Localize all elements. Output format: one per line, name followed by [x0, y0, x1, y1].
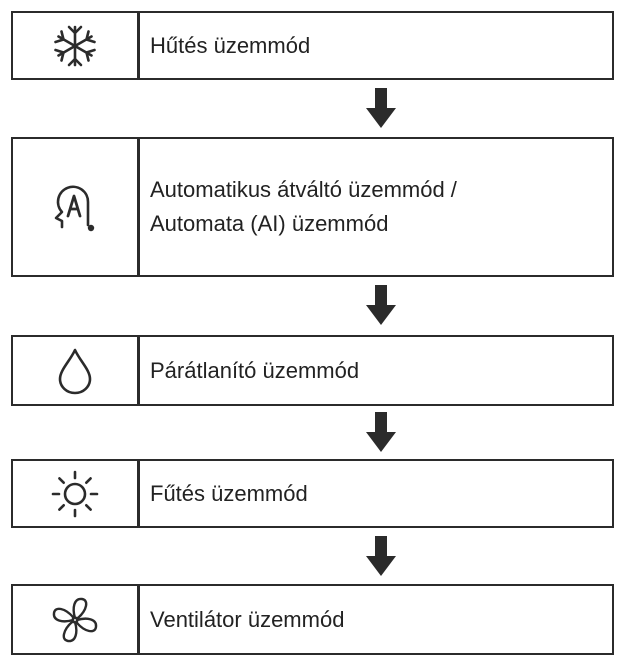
mode-box-fan: Ventilátor üzemmód	[11, 584, 614, 655]
sun-icon	[50, 469, 100, 519]
mode-icon-cell	[13, 13, 140, 78]
snowflake-icon	[52, 23, 98, 69]
mode-label-fan: Ventilátor üzemmód	[150, 606, 345, 632]
mode-label-heat: Fűtés üzemmód	[150, 480, 308, 506]
down-arrow-icon	[366, 536, 396, 576]
mode-box-heat: Fűtés üzemmód	[11, 459, 614, 528]
fan-icon	[50, 595, 100, 645]
auto-mode-icon	[48, 180, 102, 234]
mode-label-cooling: Hűtés üzemmód	[150, 32, 311, 58]
mode-box-cooling: Hűtés üzemmód	[11, 11, 614, 80]
mode-icon-cell	[13, 586, 140, 653]
mode-icon-cell	[13, 139, 140, 275]
mode-label-auto: Automatikus átváltó üzemmód / Automata (…	[150, 177, 457, 236]
down-arrow-icon	[366, 285, 396, 325]
mode-box-dry: Párátlanító üzemmód	[11, 335, 614, 406]
water-drop-icon	[55, 347, 95, 395]
mode-icon-cell	[13, 337, 140, 404]
down-arrow-icon	[366, 412, 396, 452]
mode-label-dry: Párátlanító üzemmód	[150, 357, 360, 383]
down-arrow-icon	[366, 88, 396, 128]
mode-box-auto: Automatikus átváltó üzemmód / Automata (…	[11, 137, 614, 277]
mode-icon-cell	[13, 461, 140, 526]
